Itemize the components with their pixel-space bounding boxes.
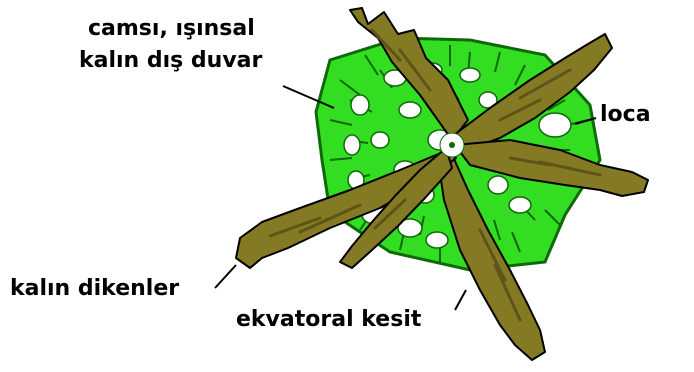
- label-chamber: loca: [600, 102, 651, 127]
- label-section: ekvatoral kesit: [236, 307, 422, 332]
- spine-shading: [268, 28, 602, 322]
- central-capsule: [439, 132, 465, 158]
- leader-chamber: [574, 117, 597, 125]
- spine-upper-left: [349, 7, 469, 141]
- label-outer-wall-line2: kalın dış duvar: [79, 48, 263, 73]
- leader-spines: [214, 264, 237, 289]
- label-outer-wall-line1: camsı, ışınsal: [88, 16, 255, 41]
- spines: [235, 7, 649, 361]
- leader-outer-wall: [282, 85, 335, 109]
- label-spines: kalın dikenler: [10, 276, 180, 301]
- leader-lines: [214, 85, 597, 311]
- spine-right: [454, 139, 649, 197]
- leader-section: [454, 289, 467, 311]
